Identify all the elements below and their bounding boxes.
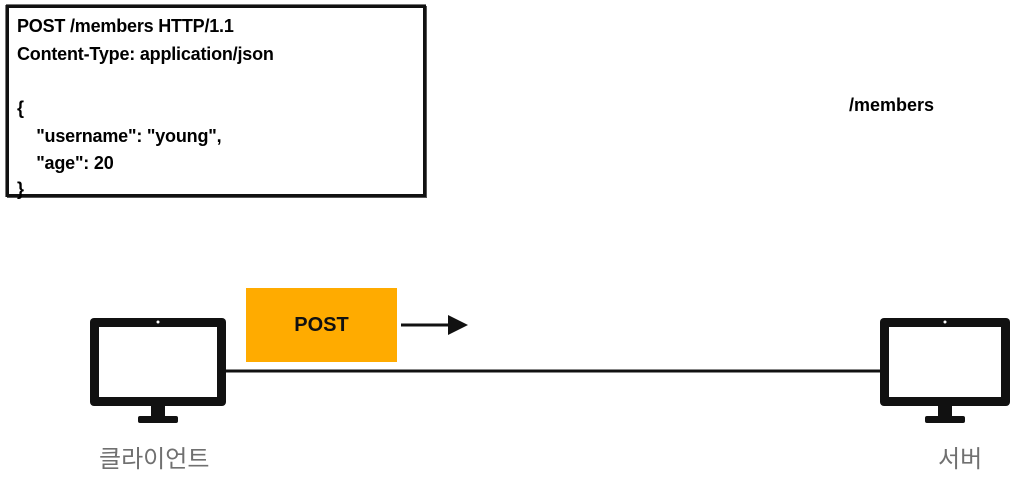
request-body-age: "age": 20 <box>17 153 114 173</box>
request-body-username: "username": "young", <box>17 126 222 146</box>
client-monitor-icon <box>90 318 226 423</box>
server-monitor-icon <box>880 318 1010 423</box>
request-arrow <box>401 315 468 335</box>
request-body-open-brace: { <box>17 98 24 118</box>
request-header-content-type: Content-Type: application/json <box>17 44 274 64</box>
method-box: POST <box>246 288 397 362</box>
http-request-box: POST /members HTTP/1.1 Content-Type: app… <box>6 5 426 199</box>
server-label: 서버 <box>938 446 983 473</box>
resource-path-label: /members <box>849 95 935 115</box>
request-body-close-brace: } <box>17 179 24 199</box>
client-label: 클라이언트 <box>99 446 210 473</box>
method-label: POST <box>294 313 349 336</box>
request-line-start: POST /members HTTP/1.1 <box>17 16 234 36</box>
